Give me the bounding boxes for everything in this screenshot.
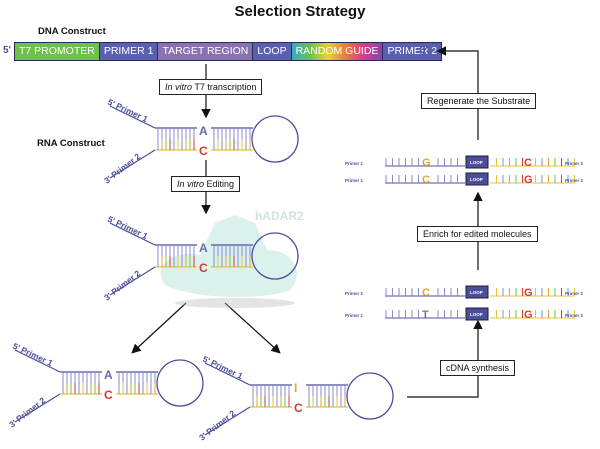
step-editing-text: Editing bbox=[204, 179, 235, 189]
duplex-primer-1-label: Primer 1 bbox=[345, 291, 364, 296]
diagram-title: Selection Strategy bbox=[234, 3, 366, 20]
duplex-right-base: C bbox=[524, 157, 532, 169]
duplex-primer-1-label: Primer 1 bbox=[345, 313, 364, 318]
bottom-base-label: C bbox=[199, 144, 208, 158]
loop-box bbox=[465, 172, 489, 186]
hadar2-label: hADAR2 bbox=[255, 209, 304, 223]
primer-1-arm bbox=[109, 105, 156, 129]
duplex-primer-1-label: Primer 1 bbox=[345, 178, 364, 183]
rna-hairpin: 5' Primer 1 3' Primer 2 AC bbox=[102, 97, 299, 186]
step-regenerate: Regenerate the Substrate bbox=[421, 93, 537, 109]
dna-construct-label: DNA Construct bbox=[38, 26, 106, 37]
bottom-base-label: C bbox=[104, 388, 113, 402]
primer-1-label: 5' Primer 1 bbox=[201, 354, 245, 381]
loop-box bbox=[465, 285, 489, 299]
step-editing-italic: In vitro bbox=[177, 179, 205, 189]
dna-five-prime-label: 5' bbox=[3, 45, 11, 56]
primer-2-arm bbox=[109, 266, 156, 296]
primer-2-label: 3' Primer 2 bbox=[7, 395, 47, 430]
segment-target-region: TARGET REGION bbox=[158, 43, 254, 60]
bottom-base-label: C bbox=[199, 261, 208, 275]
segment-t7-promoter: T7 PROMOTER bbox=[15, 43, 100, 60]
hairpin-loop bbox=[251, 115, 299, 163]
duplex-left-base: C bbox=[422, 174, 430, 186]
primer-2-arm bbox=[109, 149, 156, 179]
duplex-left-base: G bbox=[422, 157, 431, 169]
primer-2-arm bbox=[204, 406, 251, 436]
hadar2-enzyme-shape bbox=[160, 215, 297, 297]
hairpin-loop bbox=[156, 359, 204, 407]
segment-loop: LOOP bbox=[253, 43, 292, 60]
loop-box bbox=[465, 307, 489, 321]
duplex-right-base: G bbox=[524, 309, 533, 321]
step-transcription: In vitro T7 transcription bbox=[159, 79, 263, 95]
rna-hairpin: 5' Primer 1 3' Primer 2 IC bbox=[197, 354, 394, 443]
primer-2-label: 3' Primer 2 bbox=[102, 268, 142, 303]
rna-hairpin: hADAR2 5' Primer 1 3' Primer 2 AC bbox=[102, 209, 304, 308]
duplex-primer-1-label: Primer 1 bbox=[345, 161, 364, 166]
arrow-to-unedited bbox=[131, 302, 187, 354]
primer-2-label: 3' Primer 2 bbox=[102, 151, 142, 186]
duplex-primer-2-label: Primer 2 bbox=[565, 178, 584, 183]
loop-box-label: LOOP bbox=[470, 160, 483, 165]
top-base-label: A bbox=[199, 124, 208, 138]
dna-construct-bar: T7 PROMOTER PRIMER 1 TARGET REGION LOOP … bbox=[14, 42, 443, 61]
top-base-label: I bbox=[294, 381, 297, 395]
step-enrich: Enrich for edited molecules bbox=[417, 226, 538, 242]
arrow-cdna bbox=[407, 319, 483, 398]
loop-box-label: LOOP bbox=[470, 290, 483, 295]
duplex-left-base: C bbox=[422, 287, 430, 299]
primer-1-arm bbox=[204, 362, 251, 386]
duplex-right-base: G bbox=[524, 174, 533, 186]
primer-1-arm bbox=[14, 349, 61, 373]
step-transcription-italic: In vitro bbox=[165, 82, 193, 92]
loop-box-label: LOOP bbox=[470, 312, 483, 317]
step-editing: In vitro Editing bbox=[171, 176, 241, 192]
enzyme-shadow bbox=[175, 298, 295, 308]
primer-1-arm bbox=[109, 222, 156, 246]
rna-construct-label: RNA Construct bbox=[37, 138, 105, 149]
duplex-primer-2-label: Primer 2 bbox=[565, 313, 584, 318]
duplex-right-base: G bbox=[524, 287, 533, 299]
segment-primer-1: PRIMER 1 bbox=[99, 43, 159, 60]
segment-primer-2: PRIMER 2 bbox=[383, 43, 442, 60]
primer-1-label: 5' Primer 1 bbox=[106, 97, 150, 124]
primer-1-label: 5' Primer 1 bbox=[106, 214, 150, 241]
loop-box bbox=[465, 155, 489, 169]
top-base-label: A bbox=[199, 241, 208, 255]
arrow-to-edited bbox=[224, 302, 281, 354]
duplex-primer-2-label: Primer 2 bbox=[565, 291, 584, 296]
hairpin-loop bbox=[251, 232, 299, 280]
primer-1-label: 5' Primer 1 bbox=[11, 341, 55, 368]
dna-three-prime-label: 3' bbox=[420, 45, 428, 56]
step-transcription-text: T7 transcription bbox=[192, 82, 257, 92]
primer-2-arm bbox=[14, 393, 61, 423]
duplex-left-base: T bbox=[422, 309, 429, 321]
bottom-base-label: C bbox=[294, 401, 303, 415]
step-cdna-synthesis: cDNA synthesis bbox=[440, 360, 516, 376]
top-base-label: A bbox=[104, 368, 113, 382]
dna-duplex: C G LOOP Primer 1 Primer 2 bbox=[345, 285, 584, 299]
primer-2-label: 3' Primer 2 bbox=[197, 408, 237, 443]
dna-duplex: G C LOOP Primer 1 Primer 2 bbox=[345, 155, 584, 169]
loop-box-label: LOOP bbox=[470, 177, 483, 182]
hairpin-loop bbox=[346, 372, 394, 420]
duplex-primer-2-label: Primer 2 bbox=[565, 161, 584, 166]
segment-random-guide: RANDOM GUIDE bbox=[291, 43, 384, 60]
arrow-regenerate bbox=[436, 46, 479, 140]
dna-duplex: C G LOOP Primer 1 Primer 2 bbox=[345, 172, 584, 186]
dna-duplex: T G LOOP Primer 1 Primer 2 bbox=[345, 307, 584, 321]
rna-hairpin: 5' Primer 1 3' Primer 2 AC bbox=[7, 341, 204, 430]
